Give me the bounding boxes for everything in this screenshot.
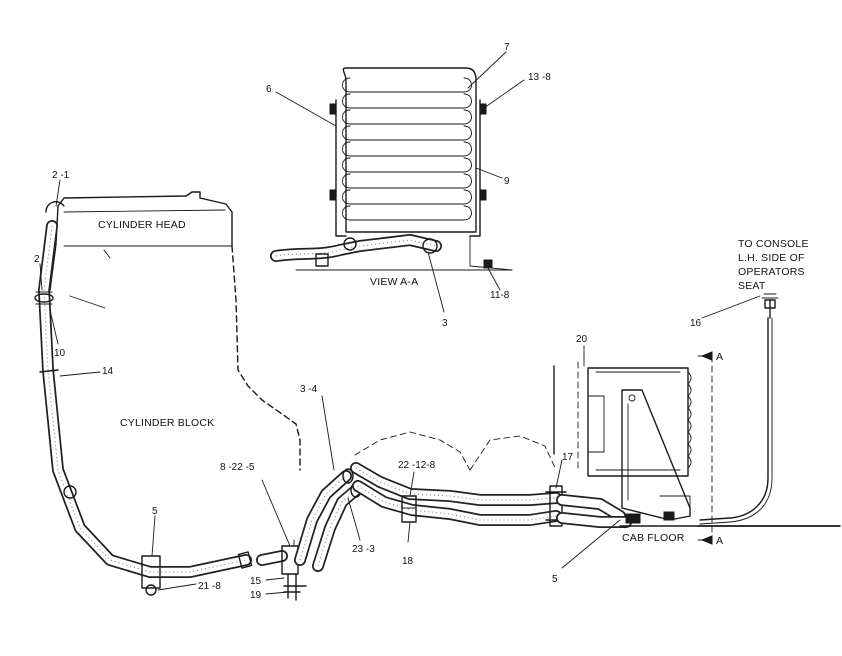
callout-7: 7 <box>504 42 510 53</box>
callout-10: 10 <box>54 348 66 359</box>
callout-5-right: 5 <box>552 574 558 585</box>
callout-18: 18 <box>402 556 414 567</box>
console-hose <box>699 293 779 525</box>
callout-20: 20 <box>576 334 588 345</box>
view-a-a-heater <box>270 67 513 271</box>
callout-3-4: 3 -4 <box>300 384 318 395</box>
callout-22-12-8: 22 -12-8 <box>398 460 436 471</box>
engine-outline <box>49 191 557 471</box>
hose-clamp-18 <box>401 495 417 523</box>
callout-16: 16 <box>690 318 702 329</box>
callout-17: 17 <box>562 452 574 463</box>
callout-23-3: 23 -3 <box>352 544 375 555</box>
cab-floor-label: CAB FLOOR <box>622 532 685 544</box>
console-note-line2: L.H. SIDE OF <box>738 252 805 264</box>
view-a-a-label: VIEW A-A <box>370 276 418 288</box>
hose-pair-center <box>294 462 562 572</box>
console-note-line4: SEAT <box>738 280 766 292</box>
callout-5-left: 5 <box>152 506 158 517</box>
console-note-line1: TO CONSOLE <box>738 238 809 250</box>
section-marker-a-bottom: A <box>716 535 723 547</box>
console-note-line3: OPERATORS <box>738 266 805 278</box>
callout-8-22-5: 8 -22 -5 <box>220 462 255 473</box>
callout-6: 6 <box>266 84 272 95</box>
callout-11-8: 11-8 <box>490 290 510 301</box>
heater-unit <box>577 351 713 545</box>
callout-2-1: 2 -1 <box>52 170 70 181</box>
callout-19: 19 <box>250 590 262 601</box>
annotations: CYLINDER HEAD CYLINDER BLOCK VIEW A-A CA… <box>34 42 809 601</box>
callout-3: 3 <box>442 318 448 329</box>
hose-clamp-5-left <box>141 555 161 596</box>
cylinder-block-label: CYLINDER BLOCK <box>120 417 214 429</box>
callout-14: 14 <box>102 366 114 377</box>
leader-lines <box>39 51 761 595</box>
callout-13-8: 13 -8 <box>528 72 551 83</box>
cab-floor-fittings <box>545 365 841 528</box>
hose-from-head <box>34 201 253 578</box>
callout-2: 2 <box>34 254 40 265</box>
heater-core-fins <box>342 77 472 221</box>
cylinder-head-label: CYLINDER HEAD <box>98 219 186 231</box>
callout-15: 15 <box>250 576 262 587</box>
callout-21-8: 21 -8 <box>198 581 221 592</box>
section-marker-a-top: A <box>716 351 723 363</box>
callout-9: 9 <box>504 176 510 187</box>
